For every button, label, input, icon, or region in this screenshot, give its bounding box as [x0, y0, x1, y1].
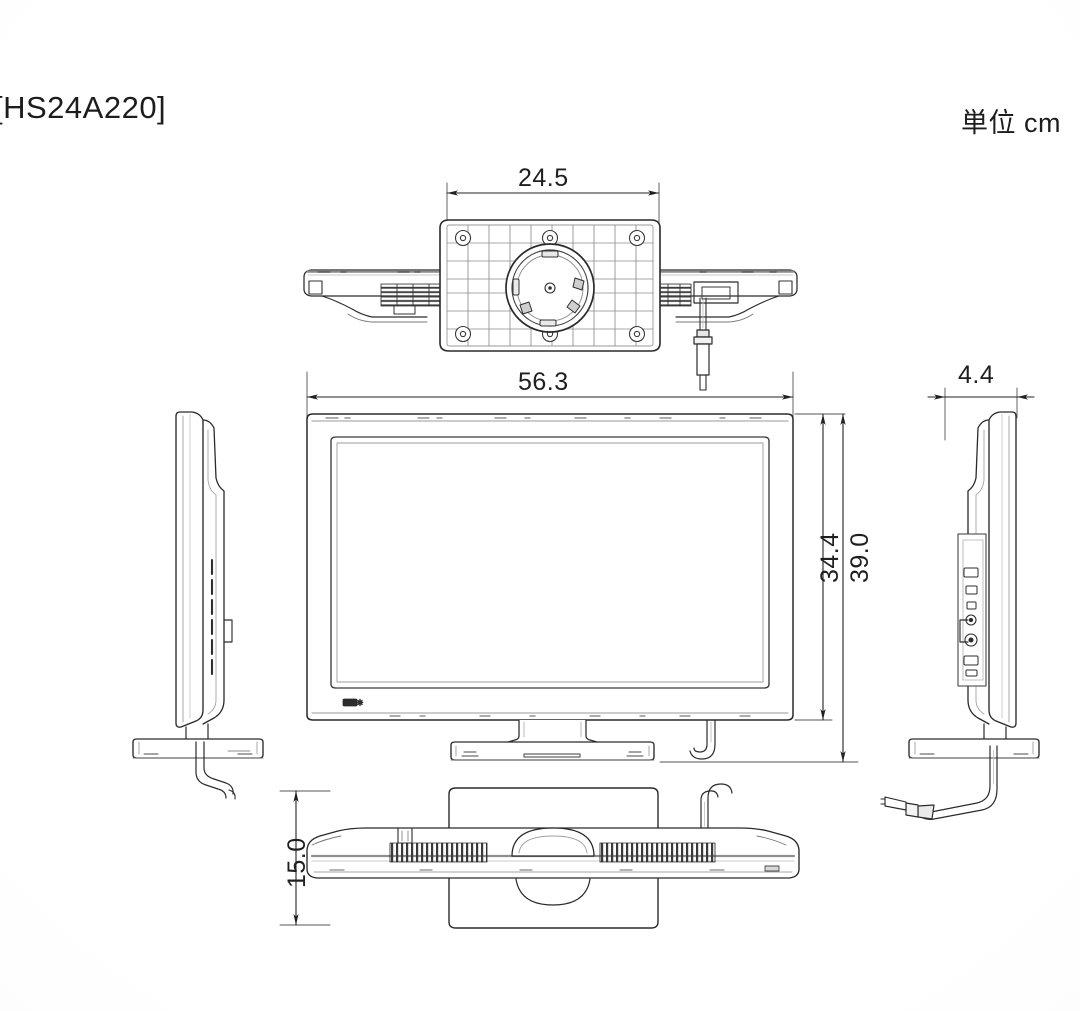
front-view-group — [306, 371, 794, 761]
top-view-group — [303, 182, 798, 391]
right-side-view-group — [880, 387, 1040, 821]
dimension-tv-width: 56.3 — [518, 368, 569, 396]
page-title: [HS24A220] — [0, 90, 167, 125]
vertical-dimension-group — [659, 413, 859, 763]
dimension-stand-base-width: 24.5 — [518, 164, 569, 192]
dimension-base-depth: 15.0 — [283, 837, 311, 888]
dimension-panel-height: 34.4 — [816, 532, 844, 583]
left-side-view-group — [132, 411, 264, 800]
dimension-total-height: 39.0 — [846, 532, 874, 583]
dimension-panel-depth: 4.4 — [958, 361, 995, 389]
bottom-view-group — [279, 783, 800, 929]
led-indicator-icon — [342, 698, 364, 707]
unit-note: 単位 cm — [961, 108, 1061, 138]
